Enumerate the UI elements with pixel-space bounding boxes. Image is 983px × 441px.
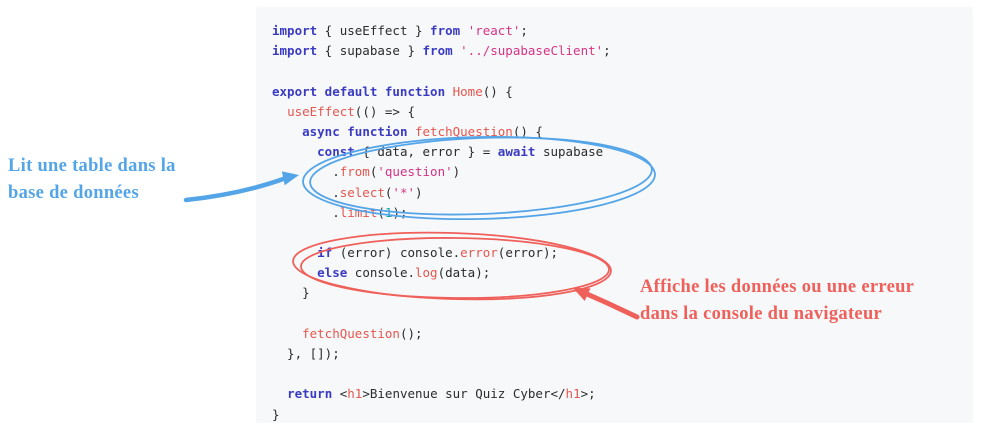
code-token-fn: Home: [452, 83, 483, 99]
code-token-plain: }: [272, 406, 280, 422]
code-line: import { supabase } from '../supabaseCli…: [272, 41, 963, 61]
code-token-kw: from: [422, 43, 453, 59]
code-token-plain: .: [272, 164, 340, 180]
code-token-plain: [272, 386, 287, 401]
code-token-kw: import: [272, 43, 318, 59]
annotation-left: Lit une table dans la base de données: [8, 153, 248, 207]
code-token-plain: ): [452, 164, 461, 180]
code-token-plain: .: [272, 204, 340, 220]
code-token-fn: select: [339, 184, 385, 200]
code-block: import { useEffect } from 'react';import…: [256, 7, 973, 423]
code-line: fetchQuestion();: [272, 324, 963, 344]
code-token-kw: import: [272, 23, 318, 38]
code-token-str: '../supabaseClient': [460, 43, 604, 59]
code-line: }, []);: [272, 344, 963, 364]
code-token-plain: (: [377, 204, 385, 220]
code-token-plain: [272, 265, 317, 280]
code-token-plain: .: [272, 184, 340, 200]
code-token-plain: [272, 245, 317, 260]
annotation-right-line2: dans la console du navigateur: [640, 304, 883, 324]
code-token-plain: (() => {: [354, 103, 416, 119]
code-token-kw: if: [317, 245, 333, 261]
code-token-plain: [460, 23, 468, 38]
code-token-fn: log: [415, 265, 438, 281]
code-line: .limit(1);: [272, 203, 963, 223]
code-line: const { data, error } = await supabase: [272, 142, 963, 162]
code-token-plain: >;: [580, 386, 596, 402]
code-line: useEffect(() => {: [272, 102, 963, 122]
code-line: [272, 223, 963, 243]
code-token-plain: [272, 326, 302, 341]
code-token-str: '*': [392, 184, 415, 200]
code-token-fn: useEffect: [287, 103, 355, 119]
code-token-kw: export default function: [272, 83, 453, 99]
code-line: export default function Home() {: [272, 82, 963, 102]
annotation-left-line1: Lit une table dans la: [8, 156, 176, 176]
code-token-plain: }: [272, 285, 310, 301]
code-token-plain: ;: [520, 23, 528, 38]
code-token-plain: { data, error } =: [354, 144, 498, 160]
code-token-kw: await: [497, 144, 536, 160]
code-token-plain: [272, 124, 302, 139]
code-token-kw: async function: [302, 123, 415, 139]
code-line: [272, 364, 963, 384]
code-token-fn: from: [339, 164, 370, 180]
code-token-plain: { useEffect }: [317, 23, 431, 38]
code-line: return <h1>Bienvenue sur Quiz Cyber</h1>…: [272, 384, 963, 404]
code-token-plain: () {: [512, 123, 543, 139]
code-token-kw: else: [317, 265, 348, 281]
annotation-right: Affiche les données ou une erreur dans l…: [640, 274, 983, 328]
code-token-plain: { supabase }: [317, 43, 423, 59]
annotation-right-line1: Affiche les données ou une erreur: [640, 277, 915, 297]
code-token-fn: fetchQuestion: [415, 123, 513, 139]
code-line: async function fetchQuestion() {: [272, 122, 963, 142]
code-token-plain: () {: [482, 83, 513, 99]
code-token-kw: from: [430, 23, 461, 38]
code-token-plain: }, []);: [272, 346, 340, 361]
code-token-plain: supabase: [535, 144, 604, 160]
code-token-fn: h1: [347, 386, 363, 402]
code-token-plain: [272, 104, 287, 119]
code-token-plain: <: [332, 386, 348, 402]
code-line: if (error) console.error(error);: [272, 243, 963, 263]
code-token-kw: return: [287, 386, 333, 402]
code-token-plain: ): [415, 184, 423, 200]
code-token-str: 'react': [467, 23, 521, 38]
code-token-fn: fetchQuestion: [302, 325, 400, 341]
code-token-plain: console.: [347, 265, 415, 281]
code-token-plain: ;: [603, 43, 611, 59]
annotation-left-line2: base de données: [8, 183, 139, 203]
code-token-plain: (error) console.: [332, 245, 461, 261]
code-token-plain: (data);: [437, 265, 491, 281]
code-line: [272, 61, 963, 81]
code-line: .from('question'): [272, 162, 963, 182]
code-token-plain: (error);: [497, 245, 559, 261]
code-token-str: 'question': [377, 164, 453, 180]
code-token-plain: >Bienvenue sur Quiz Cyber</: [362, 386, 566, 402]
code-token-plain: );: [392, 204, 408, 220]
code-line: }: [272, 405, 963, 425]
code-token-kw: const: [317, 144, 355, 160]
code-token-plain: [272, 144, 317, 159]
code-line: .select('*'): [272, 183, 963, 203]
code-token-plain: ();: [399, 325, 423, 341]
code-token-fn: h1: [565, 386, 581, 402]
code-line: import { useEffect } from 'react';: [272, 21, 963, 41]
code-token-fn: error: [460, 245, 498, 261]
code-token-fn: limit: [339, 204, 378, 220]
